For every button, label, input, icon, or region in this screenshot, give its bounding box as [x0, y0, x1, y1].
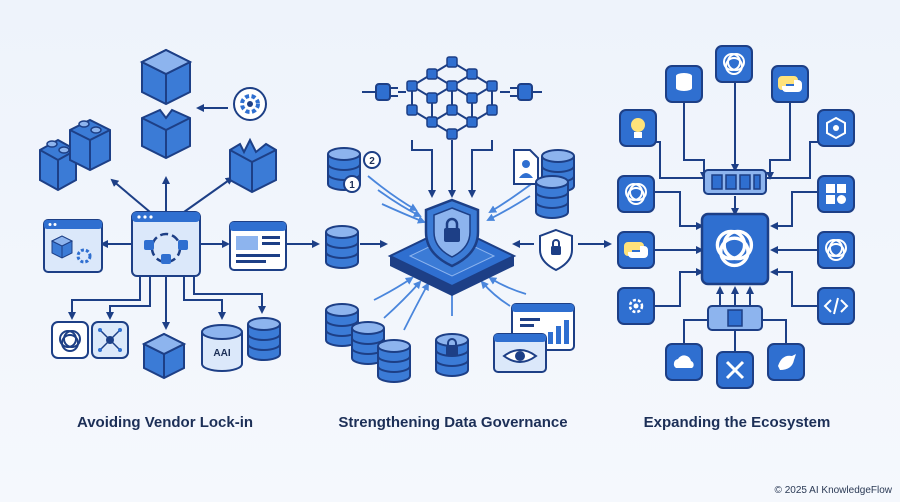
gear-circle-icon	[233, 87, 267, 121]
ecosystem-section	[617, 45, 855, 389]
code-tile-icon	[817, 287, 855, 325]
lego-bricks-icon	[39, 118, 111, 192]
database-icon	[247, 317, 281, 361]
openai-tile-icon	[51, 321, 89, 359]
tools-tile-icon	[716, 351, 754, 389]
governance-data-flows	[367, 175, 535, 331]
gear-left-tile-icon	[617, 287, 655, 325]
plug-left-icon	[362, 83, 406, 101]
python-top-tile-icon	[771, 65, 809, 103]
shield-lock-icon	[424, 198, 480, 268]
small-shield-lock-icon	[539, 228, 573, 272]
split-cube-icon	[139, 48, 193, 160]
app-grid-tile-icon	[817, 175, 855, 213]
bottom-connector-bus	[707, 305, 763, 331]
step-badge-1: 1	[343, 175, 361, 193]
governance-inflow-arrows	[360, 140, 612, 248]
database-input-icon	[325, 225, 359, 269]
integration-hub-window	[131, 211, 201, 277]
vendor-lockin-section: AAI	[39, 48, 320, 379]
eye-monitor-icon	[493, 333, 547, 373]
step-1-label: 1	[349, 180, 355, 191]
openai-top-tile-icon	[715, 45, 753, 83]
openai-left-tile-icon	[617, 175, 655, 213]
network-node-tile-icon	[91, 321, 129, 359]
section-title-data-governance: Strengthening Data Governance	[338, 414, 568, 431]
python-left-tile-icon	[617, 231, 655, 269]
cube-network-tile-icon	[817, 109, 855, 147]
database-upper-right-2-icon	[535, 175, 569, 219]
browser-window-right	[229, 221, 287, 271]
top-connector-bus	[703, 169, 767, 195]
aai-cylinder-icon: AAI	[201, 324, 243, 372]
cloud-tile-icon	[665, 343, 703, 381]
data-governance-section: 1 2	[325, 56, 612, 383]
section-title-vendor-lockin: Avoiding Vendor Lock-in	[76, 414, 254, 431]
database-bottom-3-icon	[377, 339, 411, 383]
locked-database-icon	[435, 333, 469, 377]
step-2-label: 2	[369, 156, 375, 167]
puzzle-box-icon	[229, 137, 277, 194]
database-tile-icon	[665, 65, 703, 103]
openai-right-tile-icon	[817, 231, 855, 269]
step-badge-2: 2	[363, 151, 381, 169]
idea-bulb-tile-icon	[619, 109, 657, 147]
cube-icon	[143, 333, 185, 379]
aai-label: AAI	[213, 348, 230, 359]
section-title-ecosystem: Expanding the Ecosystem	[643, 414, 831, 431]
bird-tile-icon	[767, 343, 805, 381]
user-document-icon	[513, 149, 539, 185]
central-ai-hub	[700, 212, 770, 286]
graph-lattice-icon	[406, 56, 498, 140]
module-window-left	[43, 219, 103, 273]
copyright-footer: © 2025 AI KnowledgeFlow	[774, 485, 892, 496]
plug-right-icon	[500, 83, 542, 101]
